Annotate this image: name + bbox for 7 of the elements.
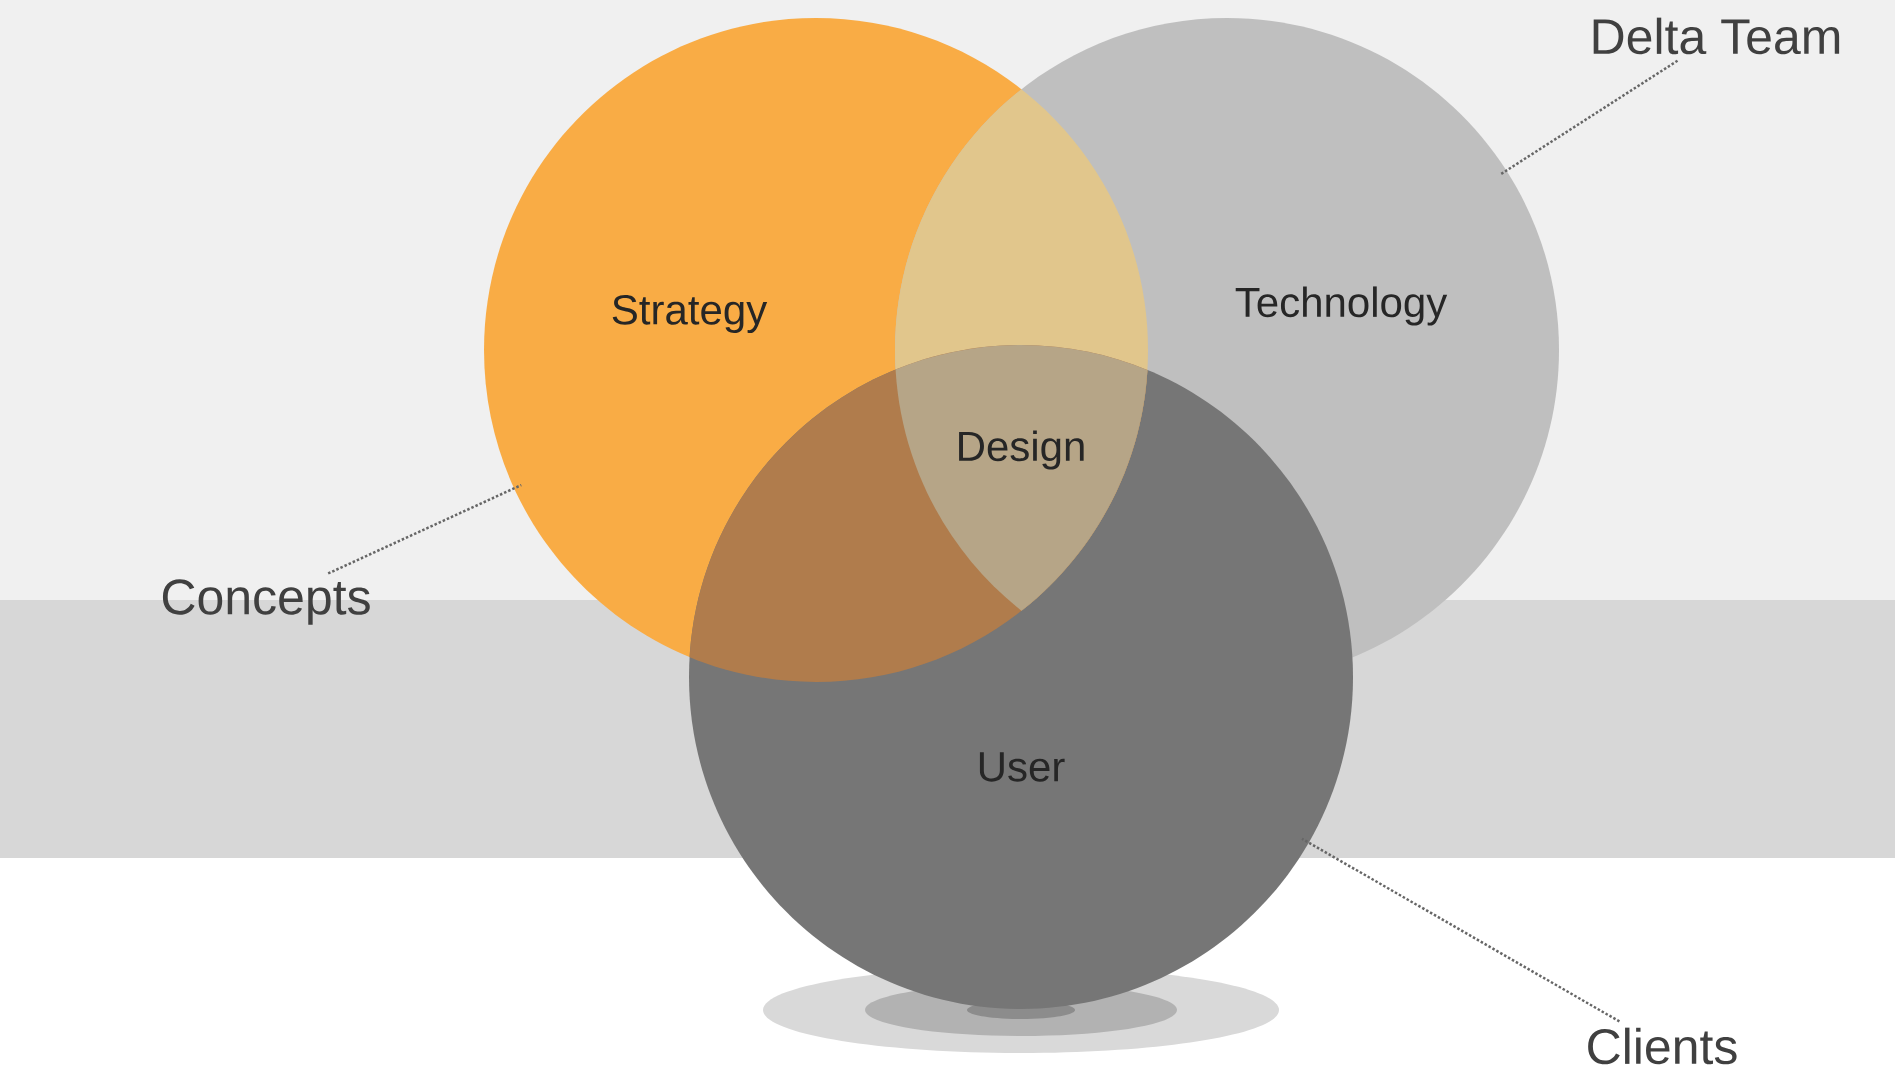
leader-line [1301, 837, 1621, 1023]
callout-text: Delta Team [1593, 17, 1840, 55]
callout-text: Concepts [162, 579, 370, 625]
callout-text: Clients [1588, 1027, 1737, 1065]
leader-line [1499, 59, 1679, 176]
leader-line [327, 483, 522, 575]
region-label: Design [959, 430, 1084, 470]
